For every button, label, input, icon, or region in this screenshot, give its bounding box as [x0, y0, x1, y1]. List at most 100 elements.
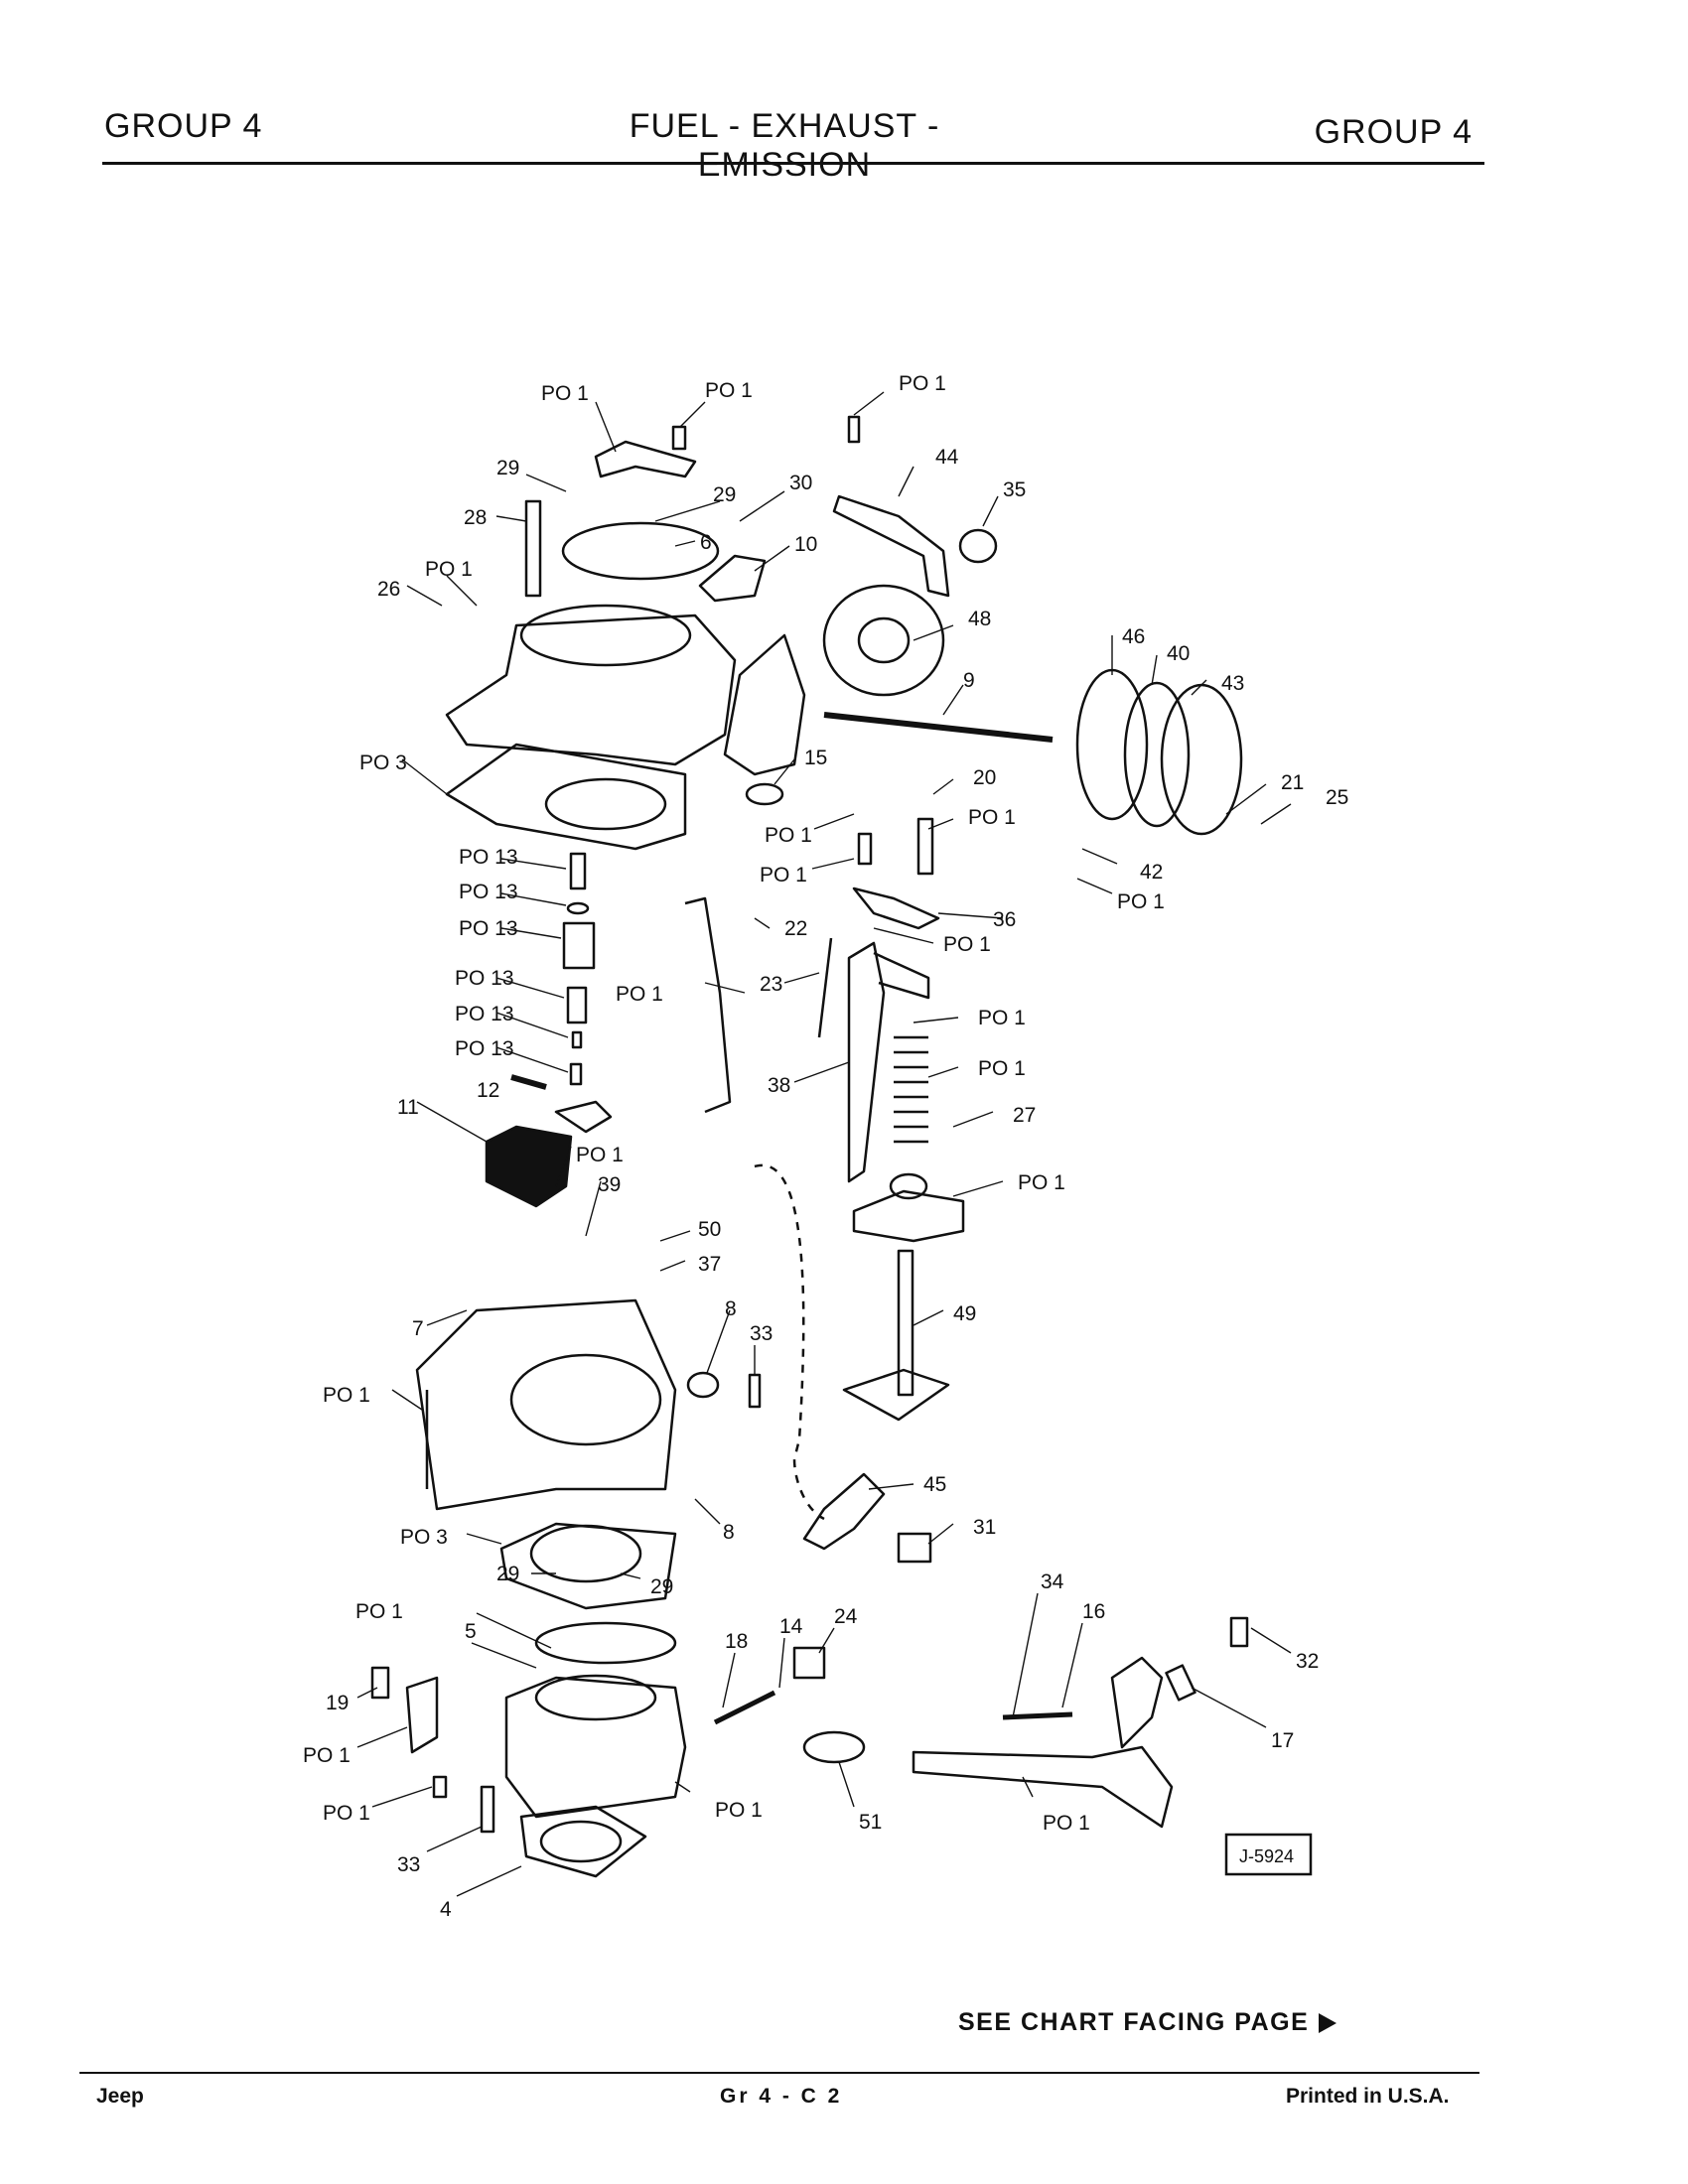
- footer-brand: Jeep: [96, 2085, 144, 2108]
- callout: 10: [794, 533, 817, 556]
- callout: PO 1: [968, 806, 1016, 829]
- pin-12: [510, 1074, 547, 1090]
- callout: 9: [963, 669, 975, 692]
- footer-printed: Printed in U.S.A.: [1286, 2085, 1450, 2108]
- callout: PO 1: [760, 864, 807, 887]
- callout: 11: [397, 1096, 419, 1119]
- callout: 5: [465, 1620, 477, 1643]
- callout: PO 1: [323, 1384, 370, 1407]
- callout: PO 1: [355, 1600, 403, 1623]
- callout: PO 13: [455, 1037, 514, 1060]
- callout: 17: [1271, 1729, 1294, 1752]
- pump-cover: [852, 1189, 965, 1243]
- callout: 31: [973, 1516, 996, 1539]
- idle-screw: [713, 1690, 776, 1725]
- callout: 19: [326, 1692, 349, 1714]
- screw-po1-bottom: [432, 1775, 448, 1799]
- callout: 29: [650, 1575, 673, 1598]
- callout: 43: [1221, 672, 1244, 695]
- callout: PO 13: [459, 917, 518, 940]
- callout: PO 1: [899, 372, 946, 395]
- callout: 6: [700, 531, 712, 554]
- callout: PO 13: [459, 846, 518, 869]
- callout: PO 1: [715, 1799, 763, 1822]
- callout: 39: [598, 1173, 621, 1196]
- pump-arm-38: [847, 941, 886, 1183]
- callout: 29: [713, 483, 736, 506]
- callout: 40: [1167, 642, 1190, 665]
- right-arrow-icon: [1319, 2013, 1337, 2034]
- screw-34: [1002, 1711, 1073, 1720]
- see-chart-note: SEE CHART FACING PAGE: [958, 2008, 1337, 2037]
- pump-rod-49: [897, 1249, 914, 1397]
- top-bracket: [594, 440, 697, 478]
- diaphragm-48: [822, 584, 945, 697]
- callout: 48: [968, 608, 991, 630]
- spring-17: [1165, 1664, 1196, 1702]
- dashed-route: [754, 1163, 825, 1521]
- screw-31: [897, 1532, 932, 1564]
- cap-24: [792, 1646, 826, 1680]
- gasket-top: [445, 743, 687, 851]
- callout: 34: [1041, 1570, 1064, 1593]
- callout: PO 1: [705, 379, 753, 402]
- float-11: [485, 1125, 573, 1208]
- callout: PO 1: [1117, 890, 1165, 913]
- throttle-body: [504, 1676, 687, 1819]
- screw-po1-top: [671, 425, 687, 451]
- callout: 20: [973, 766, 996, 789]
- callout: 4: [440, 1898, 452, 1921]
- callout: PO 1: [978, 1007, 1026, 1029]
- callout: 23: [760, 973, 782, 996]
- callout: 22: [784, 917, 807, 940]
- throttle-lever: [912, 1745, 1174, 1829]
- callout: PO 1: [943, 933, 991, 956]
- figure-id: J-5924: [1239, 1846, 1294, 1866]
- callout: 38: [768, 1074, 790, 1097]
- callout: 24: [834, 1605, 858, 1628]
- callout: 37: [698, 1253, 721, 1276]
- gasket-bottom: [499, 1522, 677, 1610]
- long-screw: [524, 499, 542, 598]
- callout: 14: [779, 1615, 803, 1638]
- cover-plate: [561, 521, 720, 581]
- callout: 7: [412, 1317, 424, 1340]
- callout: 29: [496, 1563, 519, 1585]
- callout-labels: PO 1 PO 1 PO 1 29 29 44 30 35 28 6 10 PO…: [303, 372, 1348, 1921]
- callout: PO 1: [978, 1057, 1026, 1080]
- needle-valve: [569, 852, 587, 890]
- callout: PO 3: [400, 1526, 448, 1549]
- figure-id-box: [1224, 1833, 1313, 1876]
- screen-5: [534, 1621, 677, 1665]
- link-23: [817, 937, 833, 1038]
- callout: 50: [698, 1218, 721, 1241]
- choke-plate-46: [1075, 668, 1149, 821]
- callout: 36: [993, 908, 1016, 931]
- pump-rod: [684, 896, 732, 1114]
- footer-rule: [79, 2072, 1479, 2074]
- screw-32: [1229, 1616, 1249, 1648]
- callout: PO 1: [576, 1144, 624, 1166]
- callout: PO 13: [455, 1003, 514, 1025]
- spring-20: [916, 817, 934, 876]
- callout: 18: [725, 1630, 748, 1653]
- callout: PO 1: [616, 983, 663, 1006]
- callout: 45: [923, 1473, 946, 1496]
- callout: 49: [953, 1302, 976, 1325]
- spring-51: [802, 1730, 866, 1764]
- callout: 35: [1003, 478, 1026, 501]
- callout: PO 1: [1043, 1812, 1090, 1835]
- bracket-10: [698, 554, 767, 603]
- callout: 25: [1326, 786, 1348, 809]
- callout: 12: [477, 1079, 499, 1102]
- callout: 28: [464, 506, 487, 529]
- callout: PO 3: [359, 751, 407, 774]
- callout: PO 1: [303, 1744, 351, 1767]
- screw-33: [480, 1785, 495, 1834]
- callout: PO 1: [1018, 1171, 1065, 1194]
- callout: 8: [725, 1297, 737, 1320]
- fitting-8: [686, 1371, 720, 1399]
- pump-spring: [894, 1035, 928, 1144]
- callout: PO 13: [455, 967, 514, 990]
